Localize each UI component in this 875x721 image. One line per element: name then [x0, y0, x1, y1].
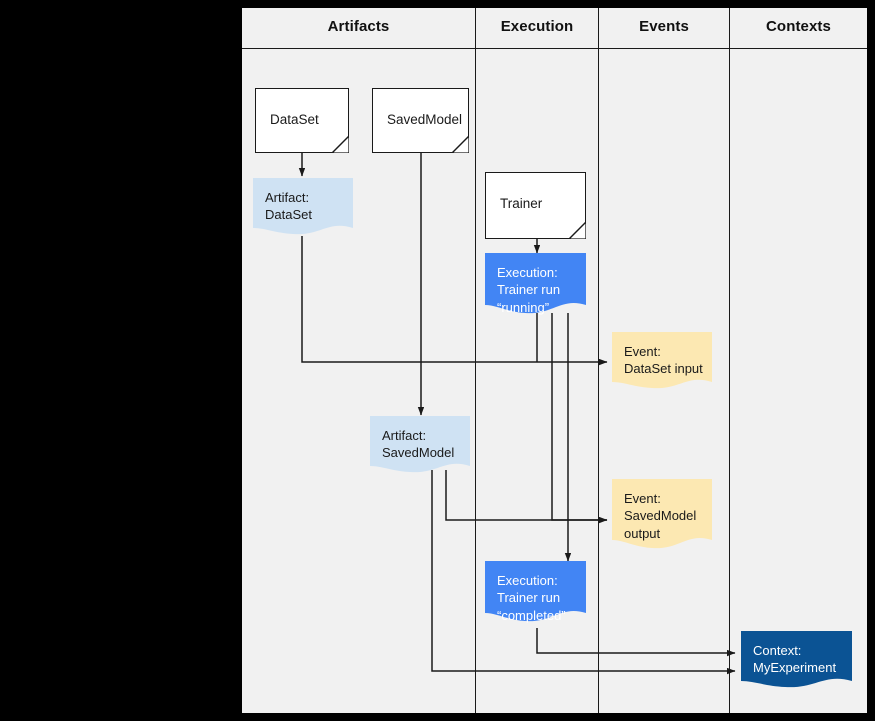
document-fold-icon — [452, 136, 469, 153]
node-artifact-dataset[interactable]: Artifact: DataSet — [253, 178, 353, 238]
note-shape — [485, 561, 586, 622]
node-savedmodel-type-label: SavedModel — [387, 112, 463, 127]
node-artifact-savedmodel[interactable]: Artifact: SavedModel — [370, 416, 470, 476]
swimlane-diagram: Artifacts Execution Events Contexts — [242, 8, 867, 713]
note-shape — [741, 631, 852, 688]
node-event-dataset-input[interactable]: Event: DataSet input — [612, 332, 712, 392]
node-execution-completed-label: Execution: Trainer run “completed” — [497, 573, 566, 623]
lane-divider-artifacts-execution — [475, 8, 476, 713]
node-dataset-type-label: DataSet — [270, 112, 319, 127]
node-context-myexperiment-label: Context: MyExperiment — [753, 643, 837, 676]
note-shape — [612, 479, 712, 549]
lane-divider-events-contexts — [729, 8, 730, 713]
node-trainer-type-label: Trainer — [500, 196, 543, 211]
node-event-savedmodel-output-label: Event: SavedModel output — [624, 491, 697, 541]
node-execution-completed[interactable]: Execution: Trainer run “completed” — [485, 561, 586, 625]
node-execution-running-label: Execution: Trainer run “running” — [497, 265, 561, 315]
lane-header-artifacts: Artifacts — [327, 18, 390, 35]
document-fold-icon — [569, 222, 586, 239]
note-shape — [370, 416, 470, 473]
node-artifact-savedmodel-label: Artifact: SavedModel — [382, 428, 455, 461]
node-event-dataset-input-label: Event: DataSet input — [624, 344, 703, 377]
document-fold-icon — [332, 136, 349, 153]
note-shape — [253, 178, 353, 235]
node-artifact-dataset-label: Artifact: DataSet — [265, 190, 312, 223]
lane-header-events: Events — [639, 18, 689, 35]
node-execution-running[interactable]: Execution: Trainer run “running” — [485, 253, 586, 317]
note-shape — [612, 332, 712, 389]
node-savedmodel-type[interactable]: SavedModel — [372, 88, 469, 153]
lane-divider-execution-events — [598, 8, 599, 713]
header-separator-rule — [242, 48, 867, 49]
node-dataset-type[interactable]: DataSet — [255, 88, 349, 153]
node-trainer-type[interactable]: Trainer — [485, 172, 586, 239]
node-event-savedmodel-output[interactable]: Event: SavedModel output — [612, 479, 712, 552]
note-shape — [485, 253, 586, 314]
lane-header-execution: Execution — [500, 18, 574, 35]
lane-header-contexts: Contexts — [766, 18, 831, 35]
node-context-myexperiment[interactable]: Context: MyExperiment — [741, 631, 852, 691]
